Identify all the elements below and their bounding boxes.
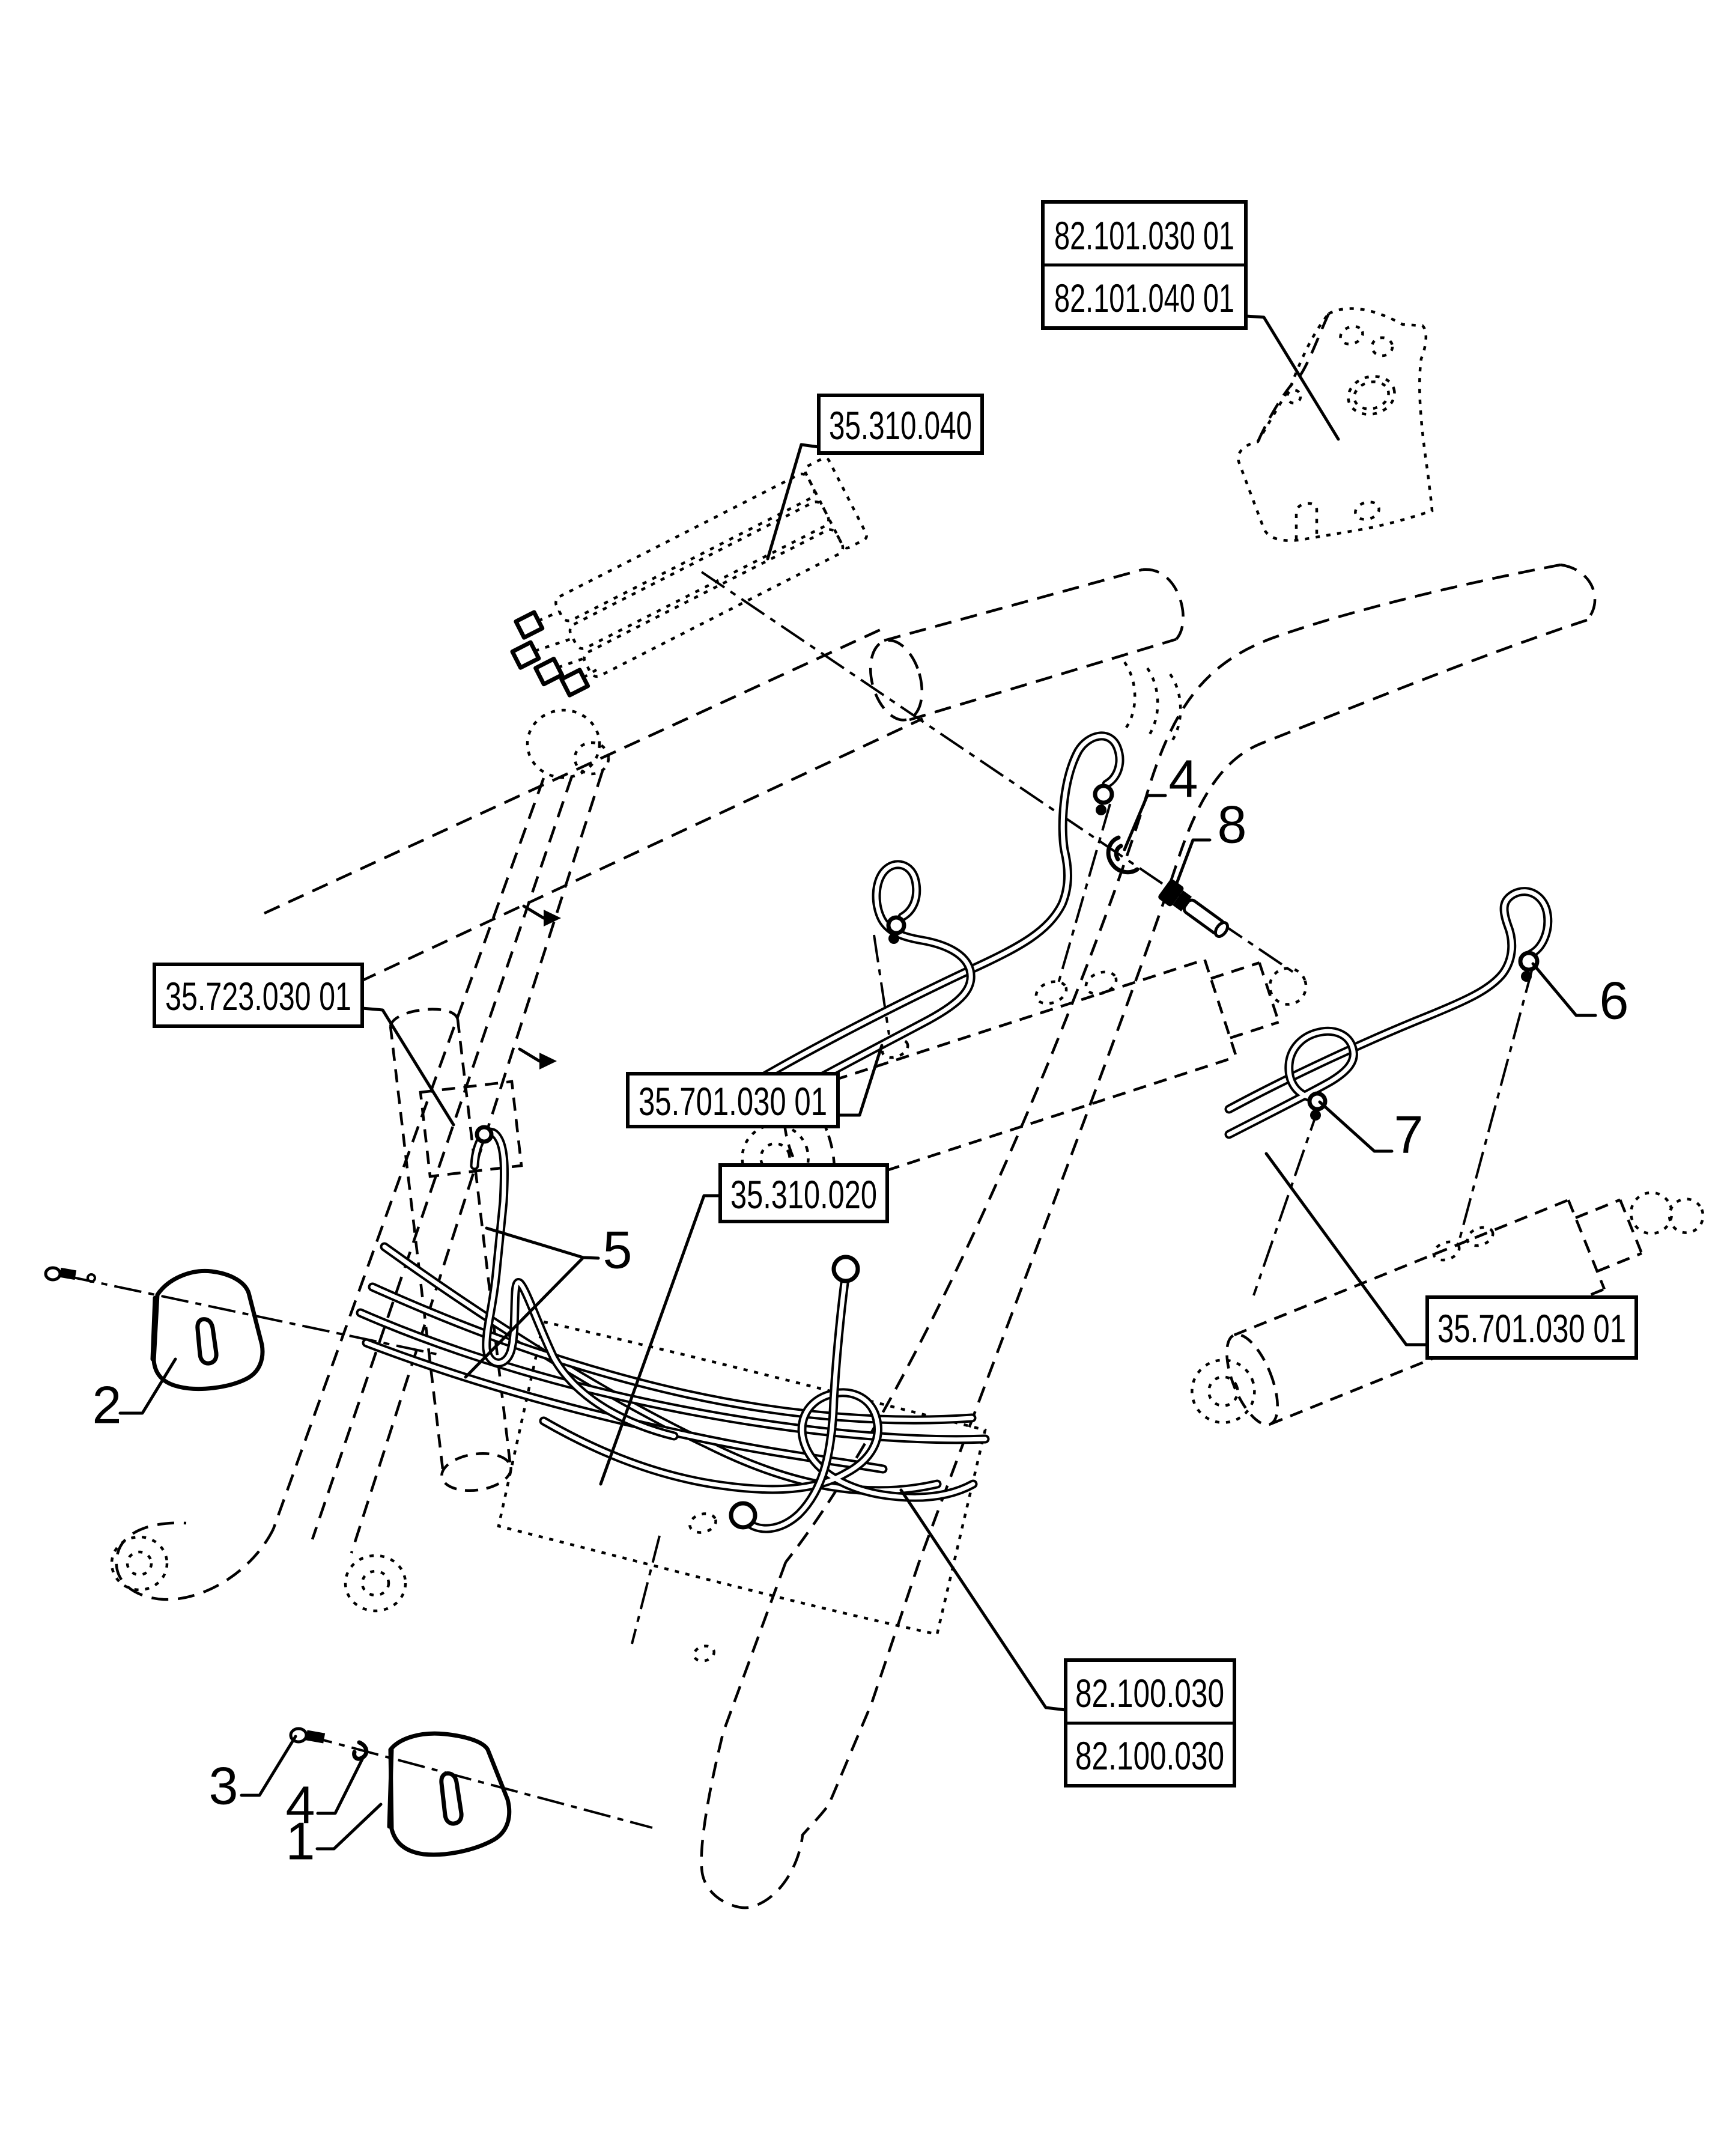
ref-box-35-310-040[interactable]: 35.310.040 xyxy=(766,394,984,561)
clamp-part-4-top xyxy=(1106,835,1140,875)
ref-box-label: 35.701.030 01 xyxy=(639,1079,827,1124)
hose-guide-hooks xyxy=(1123,661,1182,745)
cross-tube xyxy=(869,568,1185,745)
leader-line xyxy=(118,1357,177,1415)
frame-rail-upper xyxy=(264,627,884,915)
callout-5[interactable]: 5 xyxy=(464,1220,633,1379)
leader-line xyxy=(316,1754,366,1815)
leader-line xyxy=(766,443,821,561)
loader-frame-phantom xyxy=(110,307,1705,1909)
callout-label: 4 xyxy=(1169,749,1198,809)
callout-7[interactable]: 7 xyxy=(1318,1100,1424,1164)
callout-2[interactable]: 2 xyxy=(93,1357,177,1435)
callout-1[interactable]: 1 xyxy=(286,1803,383,1871)
cylinder-port xyxy=(1084,970,1118,996)
frame-rail-lower xyxy=(336,717,923,994)
right-arm-foot xyxy=(700,1562,921,1909)
ref-box-frame xyxy=(817,394,984,455)
bolt-part-8 xyxy=(1158,879,1229,939)
ref-box-label: 35.310.040 xyxy=(829,403,972,448)
callout-label: 4 xyxy=(286,1775,315,1835)
hose-assembly-upper xyxy=(743,736,1120,1115)
cylinder-port xyxy=(1466,1226,1495,1247)
hose-bundle-bulkhead xyxy=(360,1132,985,1529)
left-lift-arm xyxy=(110,708,610,1613)
leader-line xyxy=(1123,794,1167,851)
plate-hole xyxy=(693,1644,715,1663)
plate-hole xyxy=(1370,336,1394,357)
right-lift-arm xyxy=(700,563,1597,1909)
cylinder-port xyxy=(881,1038,909,1059)
callout-6[interactable]: 6 xyxy=(1531,962,1629,1030)
tilt-cylinder-mid xyxy=(741,958,1308,1193)
ref-box-35-701-030-right[interactable]: 35.701.030 01 xyxy=(1264,1152,1638,1360)
ref-box-82-100[interactable]: 82.100.030 82.100.030 xyxy=(899,1488,1236,1787)
plate-hole xyxy=(1354,500,1380,521)
leader-line xyxy=(360,1006,455,1127)
plate-hole xyxy=(688,1512,717,1534)
ref-box-label: 35.723.030 01 xyxy=(165,974,351,1018)
ref-box-label: 82.100.030 xyxy=(1075,1671,1224,1715)
plate-hole xyxy=(1347,375,1396,416)
ref-box-82-101[interactable]: 82.101.030 01 82.101.040 01 xyxy=(1041,200,1340,441)
callout-3[interactable]: 3 xyxy=(209,1735,297,1816)
ref-box-35-701-030-mid[interactable]: 35.701.030 01 xyxy=(626,1044,884,1128)
bolt-part-2-hardware xyxy=(44,1266,96,1283)
arm-pivot-boss xyxy=(526,708,601,779)
ref-box-35-310-020[interactable]: 35.310.020 xyxy=(599,1163,889,1486)
clamp-part-2 xyxy=(150,1268,265,1392)
plate-hole xyxy=(1339,325,1364,345)
mounting-plate xyxy=(1237,307,1434,542)
left-arm-foot xyxy=(115,1521,275,1601)
leader-line xyxy=(836,1044,884,1117)
ref-box-frame xyxy=(153,963,364,1028)
bulkhead-plate xyxy=(497,1320,987,1663)
plate-hole xyxy=(1353,380,1390,410)
ref-box-frame xyxy=(626,1072,840,1128)
leader-line xyxy=(899,1488,1067,1712)
ref-box-label: 82.101.040 01 xyxy=(1054,276,1234,320)
callout-label: 6 xyxy=(1600,971,1629,1030)
leader-line xyxy=(1318,1100,1394,1153)
leader-line xyxy=(240,1735,297,1797)
direction-arrow xyxy=(518,904,561,1069)
cylinder-port xyxy=(1432,1240,1461,1262)
callout-8[interactable]: 8 xyxy=(1173,795,1247,890)
ref-box-frame xyxy=(1425,1295,1638,1360)
leader-line xyxy=(1244,314,1340,441)
leader-line xyxy=(315,1803,383,1851)
ref-box-label: 82.100.030 xyxy=(1075,1733,1224,1778)
callout-4-top[interactable]: 4 xyxy=(1123,749,1198,851)
hose-fittings xyxy=(475,783,1540,1530)
plate-hole xyxy=(1285,388,1302,405)
clamp-part-1 xyxy=(387,1731,512,1857)
ref-box-frame xyxy=(718,1163,889,1223)
leader-line xyxy=(599,1194,722,1486)
callout-4-bottom[interactable]: 4 xyxy=(286,1754,366,1835)
clamp-position-rect xyxy=(419,1080,523,1178)
leader-line xyxy=(1173,838,1212,890)
callout-label: 1 xyxy=(286,1812,315,1871)
leader-line xyxy=(1264,1152,1429,1346)
callout-label: 5 xyxy=(603,1220,633,1280)
ref-box-label: 35.310.020 xyxy=(730,1172,877,1217)
ref-box-label: 82.101.030 01 xyxy=(1054,213,1234,258)
leader-line xyxy=(464,1226,600,1379)
callout-label: 8 xyxy=(1218,795,1247,854)
control-valve-phantom xyxy=(510,456,868,698)
leader-line xyxy=(1531,962,1597,1017)
ref-box-label: 35.701.030 01 xyxy=(1437,1306,1626,1351)
ref-box-35-723-030[interactable]: 35.723.030 01 xyxy=(153,963,455,1127)
plate-slot xyxy=(1294,502,1319,540)
callout-label: 7 xyxy=(1394,1105,1424,1164)
callout-label: 2 xyxy=(93,1375,122,1435)
cylinder-port xyxy=(1034,980,1068,1005)
callout-label: 3 xyxy=(209,1756,238,1816)
